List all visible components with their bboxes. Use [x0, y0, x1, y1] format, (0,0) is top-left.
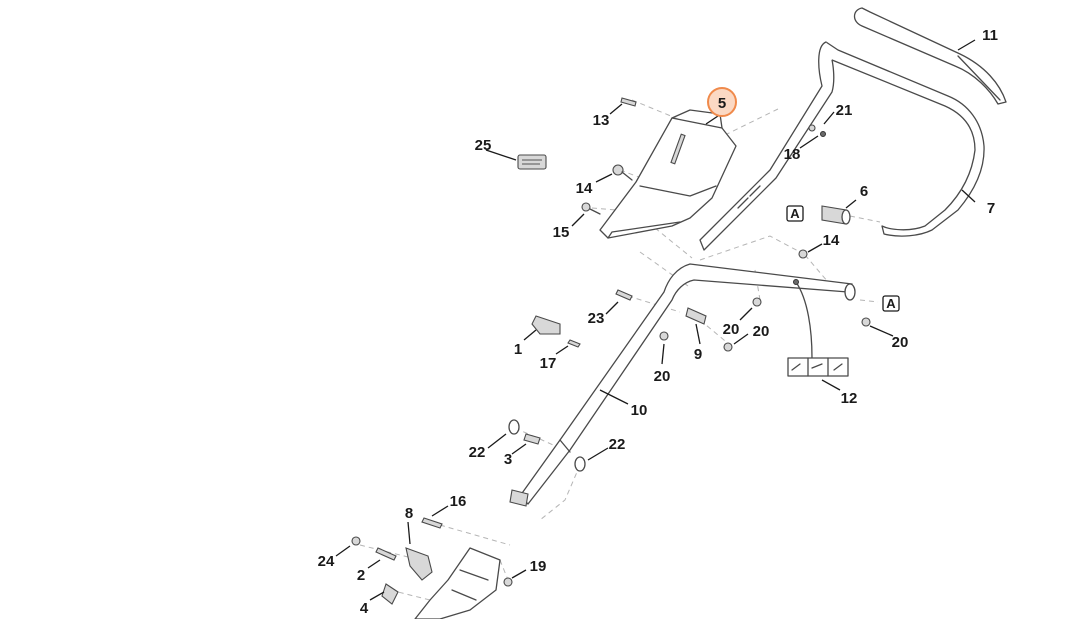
- callout-22-right[interactable]: 22: [609, 436, 626, 453]
- callout-7[interactable]: 7: [987, 200, 995, 217]
- callout-13[interactable]: 13: [593, 112, 610, 129]
- callout-10[interactable]: 10: [631, 402, 648, 419]
- part-11-grip: [853, 7, 1007, 105]
- callout-18[interactable]: 18: [784, 146, 801, 163]
- callout-15[interactable]: 15: [553, 224, 570, 241]
- callout-5-highlighted[interactable]: 5: [707, 87, 737, 117]
- part-5-cover-panel: [599, 109, 737, 239]
- callout-17[interactable]: 17: [540, 355, 557, 372]
- callout-16[interactable]: 16: [450, 493, 467, 510]
- callout-labels: 11 7 6 21 18 13 25 14 15 14 23 1 17 20 2…: [318, 27, 998, 617]
- lower-bracket: [414, 547, 501, 619]
- reference-mark-a-right: A: [882, 295, 900, 312]
- callout-20-c[interactable]: 20: [892, 334, 909, 351]
- part-25-label: [517, 154, 547, 170]
- svg-text:5: 5: [718, 95, 726, 112]
- callout-3[interactable]: 3: [504, 451, 512, 468]
- callout-21[interactable]: 21: [836, 102, 853, 119]
- leader-lines: [335, 39, 976, 601]
- callout-22-left[interactable]: 22: [469, 444, 486, 461]
- callout-11[interactable]: 11: [982, 27, 998, 44]
- callout-14-upper[interactable]: 14: [576, 180, 593, 197]
- callout-23[interactable]: 23: [588, 310, 605, 327]
- callout-25[interactable]: 25: [475, 137, 492, 154]
- part-7-upper-handle: [699, 41, 985, 251]
- callout-4[interactable]: 4: [360, 600, 369, 617]
- svg-text:A: A: [790, 206, 800, 221]
- part-6-connector: [821, 205, 851, 225]
- callout-2[interactable]: 2: [357, 567, 365, 584]
- svg-text:A: A: [886, 296, 896, 311]
- callout-1[interactable]: 1: [514, 341, 522, 358]
- part-12-cable-decal: [787, 279, 849, 377]
- callout-20-d[interactable]: 20: [654, 368, 671, 385]
- callout-24[interactable]: 24: [318, 553, 335, 570]
- callout-19[interactable]: 19: [530, 558, 547, 575]
- callout-20-a[interactable]: 20: [723, 321, 740, 338]
- callout-9[interactable]: 9: [694, 346, 702, 363]
- callout-6[interactable]: 6: [860, 183, 868, 200]
- reference-mark-a-left: A: [786, 205, 804, 222]
- part-10-lower-handle: [509, 263, 856, 507]
- callout-20-b[interactable]: 20: [753, 323, 770, 340]
- fasteners: [351, 97, 871, 605]
- callout-14-lower[interactable]: 14: [823, 232, 840, 249]
- callout-8[interactable]: 8: [405, 505, 413, 522]
- callout-12[interactable]: 12: [841, 390, 858, 407]
